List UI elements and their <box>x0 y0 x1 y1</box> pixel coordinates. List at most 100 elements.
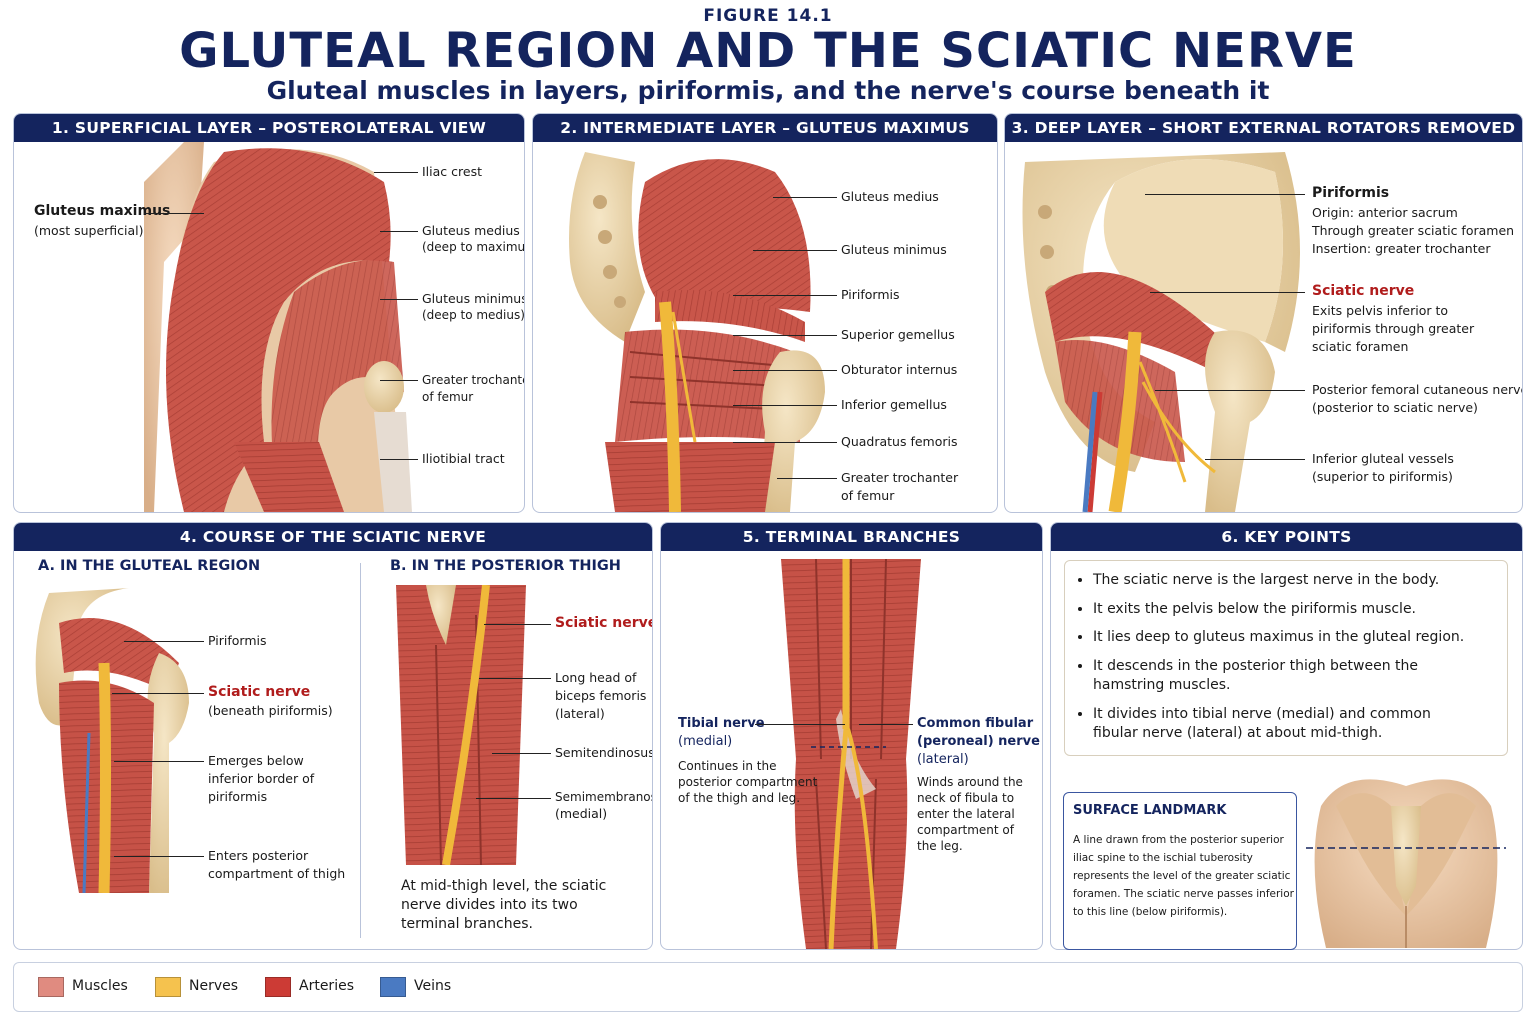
label-piriformis-foramen: Through greater sciatic foramen <box>1312 223 1515 238</box>
tibial-desc-3: of the thigh and leg. <box>678 791 801 805</box>
label-gluteus-maximus-sub: (most superficial) <box>34 223 144 238</box>
panel-title: 5. TERMINAL BRANCHES <box>661 523 1042 551</box>
label-sciatic-line-3: sciatic foramen <box>1312 339 1409 354</box>
leader-line <box>380 380 418 381</box>
leader-line <box>380 299 418 300</box>
gluteus-maximus-illustration <box>144 142 412 512</box>
key-point-line: It descends in the posterior thigh betwe… <box>1093 657 1419 674</box>
label-semimembranosus-sub: (medial) <box>555 806 608 821</box>
leader-line <box>380 231 418 232</box>
legend-swatch-nerves <box>155 977 181 997</box>
label-semimembranosus: Semimembranosus <box>555 790 652 804</box>
surface-landmark-line: iliac spine to the ischial tuberosity <box>1073 852 1253 864</box>
subsection-divider <box>360 563 361 938</box>
key-point-line: hamstring muscles. <box>1093 677 1231 693</box>
panel-intermediate-layer: 2. INTERMEDIATE LAYER – GLUTEUS MAXIMUS … <box>532 113 998 513</box>
key-points-box: The sciatic nerve is the largest nerve i… <box>1064 560 1508 756</box>
label-obturator-internus: Obturator internus <box>841 362 958 377</box>
label-semitendinosus: Semitendinosus <box>555 745 653 760</box>
leader-line <box>114 761 204 762</box>
surface-landmark-line: represents the level of the greater scia… <box>1073 870 1291 882</box>
key-point-item: It lies deep to gluteus maximus in the g… <box>1093 628 1507 648</box>
subsection-title-gluteal: A. IN THE GLUTEAL REGION <box>38 558 261 574</box>
legend-swatch-arteries <box>265 977 291 997</box>
label-greater-trochanter-sub: of femur <box>422 390 474 404</box>
label-biceps-3: (lateral) <box>555 706 605 721</box>
label-tibial-nerve: Tibial nerve <box>678 716 765 731</box>
label-piriformis-insertion: Insertion: greater trochanter <box>1312 241 1491 256</box>
leader-line <box>777 478 837 479</box>
leader-line <box>479 678 551 679</box>
key-point-line: The sciatic nerve is the largest nerve i… <box>1093 572 1440 588</box>
key-points-list: The sciatic nerve is the largest nerve i… <box>1065 571 1507 744</box>
leader-line <box>733 370 837 371</box>
label-iliac-crest: Iliac crest <box>422 164 482 179</box>
surface-landmark-box: SURFACE LANDMARK A line drawn from the p… <box>1063 792 1297 950</box>
page-title: GLUTEAL REGION AND THE SCIATIC NERVE <box>179 23 1357 79</box>
surface-landmark-text: A line drawn from the posterior superior… <box>1073 831 1294 921</box>
label-biceps-1: Long head of <box>555 670 637 685</box>
label-piriformis-origin: Origin: anterior sacrum <box>1312 205 1458 220</box>
panel-title: 2. INTERMEDIATE LAYER – GLUTEUS MAXIMUS … <box>533 114 997 165</box>
tibial-desc-1: Continues in the <box>678 759 777 773</box>
leader-line <box>1145 194 1305 195</box>
leader-line <box>114 856 204 857</box>
surface-landmark-line: foramen. The sciatic nerve passes inferi… <box>1073 888 1294 900</box>
leader-line <box>733 335 837 336</box>
label-iliotibial-tract: Iliotibial tract <box>422 451 505 466</box>
leader-line <box>374 172 418 173</box>
label-enters-2: compartment of thigh <box>208 866 346 881</box>
leader-line <box>124 641 204 642</box>
leader-line <box>733 442 837 443</box>
label-emerges-3: piriformis <box>208 789 268 804</box>
panel-title: 3. DEEP LAYER – SHORT EXTERNAL ROTATORS … <box>1005 114 1522 142</box>
fibular-desc-5: the leg. <box>917 839 963 853</box>
label-gluteus-minimus: Gluteus minimus <box>841 242 947 257</box>
leader-line <box>733 295 837 296</box>
label-inferior-gemellus: Inferior gemellus <box>841 397 947 412</box>
posterior-thigh-nerve-illustration <box>396 585 526 865</box>
label-emerges-2: inferior border of <box>208 771 315 786</box>
caption-line-3: terminal branches. <box>401 916 533 932</box>
leader-line <box>112 693 204 694</box>
page-subtitle: Gluteal muscles in layers, piriformis, a… <box>266 76 1270 105</box>
label-inferior-gluteal-vessels: Inferior gluteal vessels <box>1312 451 1454 466</box>
leader-line <box>733 405 837 406</box>
fibular-desc-1: Winds around the <box>917 775 1023 789</box>
leader-line <box>1205 459 1305 460</box>
surface-landmark-illustration <box>1306 779 1506 948</box>
label-pfcn-sub: (posterior to sciatic nerve) <box>1312 400 1478 415</box>
legend-swatch-muscles <box>38 977 64 997</box>
key-point-item: It exits the pelvis below the piriformis… <box>1093 600 1507 620</box>
legend-label-veins: Veins <box>414 978 452 994</box>
label-enters-1: Enters posterior <box>208 848 309 863</box>
label-greater-trochanter: Greater trochanter <box>841 470 959 485</box>
label-inferior-gluteal-vessels-sub: (superior to piriformis) <box>1312 469 1453 484</box>
label-gluteus-maximus: Gluteus maximus <box>34 203 171 219</box>
gluteal-region-nerve-illustration <box>35 588 189 893</box>
color-legend: Muscles Nerves Arteries Veins <box>13 962 1523 1012</box>
label-gluteus-medius: Gluteus medius <box>422 223 520 238</box>
label-common-fibular-3: (lateral) <box>917 752 969 767</box>
label-greater-trochanter: Greater trochanter <box>422 373 525 387</box>
caption-line-2: nerve divides into its two <box>401 897 578 913</box>
intermediate-layer-illustration <box>569 152 825 512</box>
key-point-item: The sciatic nerve is the largest nerve i… <box>1093 571 1507 591</box>
fibular-desc-2: neck of fibula to <box>917 791 1015 805</box>
label-pfcn: Posterior femoral cutaneous nerve <box>1312 382 1523 397</box>
panel-superficial-layer: 1. SUPERFICIAL LAYER – POSTEROLATERAL VI… <box>13 113 525 513</box>
legend-label-nerves: Nerves <box>189 978 239 994</box>
label-biceps-2: biceps femoris <box>555 688 647 703</box>
label-common-fibular: Common fibular <box>917 716 1034 731</box>
fibular-desc-3: enter the lateral <box>917 807 1015 821</box>
label-sciatic-nerve-thigh: Sciatic nerve <box>555 615 653 631</box>
label-gluteus-minimus: Gluteus minimus <box>422 291 525 306</box>
key-point-line: It lies deep to gluteus maximus in the g… <box>1093 629 1465 645</box>
surface-landmark-line: to this line (below piriformis). <box>1073 906 1228 918</box>
key-point-item: It descends in the posterior thigh betwe… <box>1093 657 1507 696</box>
label-piriformis: Piriformis <box>841 287 900 302</box>
panel-deep-layer: 3. DEEP LAYER – SHORT EXTERNAL ROTATORS … <box>1004 113 1523 513</box>
surface-landmark-line: A line drawn from the posterior superior <box>1073 834 1284 846</box>
key-point-line: It exits the pelvis below the piriformis… <box>1093 600 1417 617</box>
legend-label-arteries: Arteries <box>299 978 354 994</box>
